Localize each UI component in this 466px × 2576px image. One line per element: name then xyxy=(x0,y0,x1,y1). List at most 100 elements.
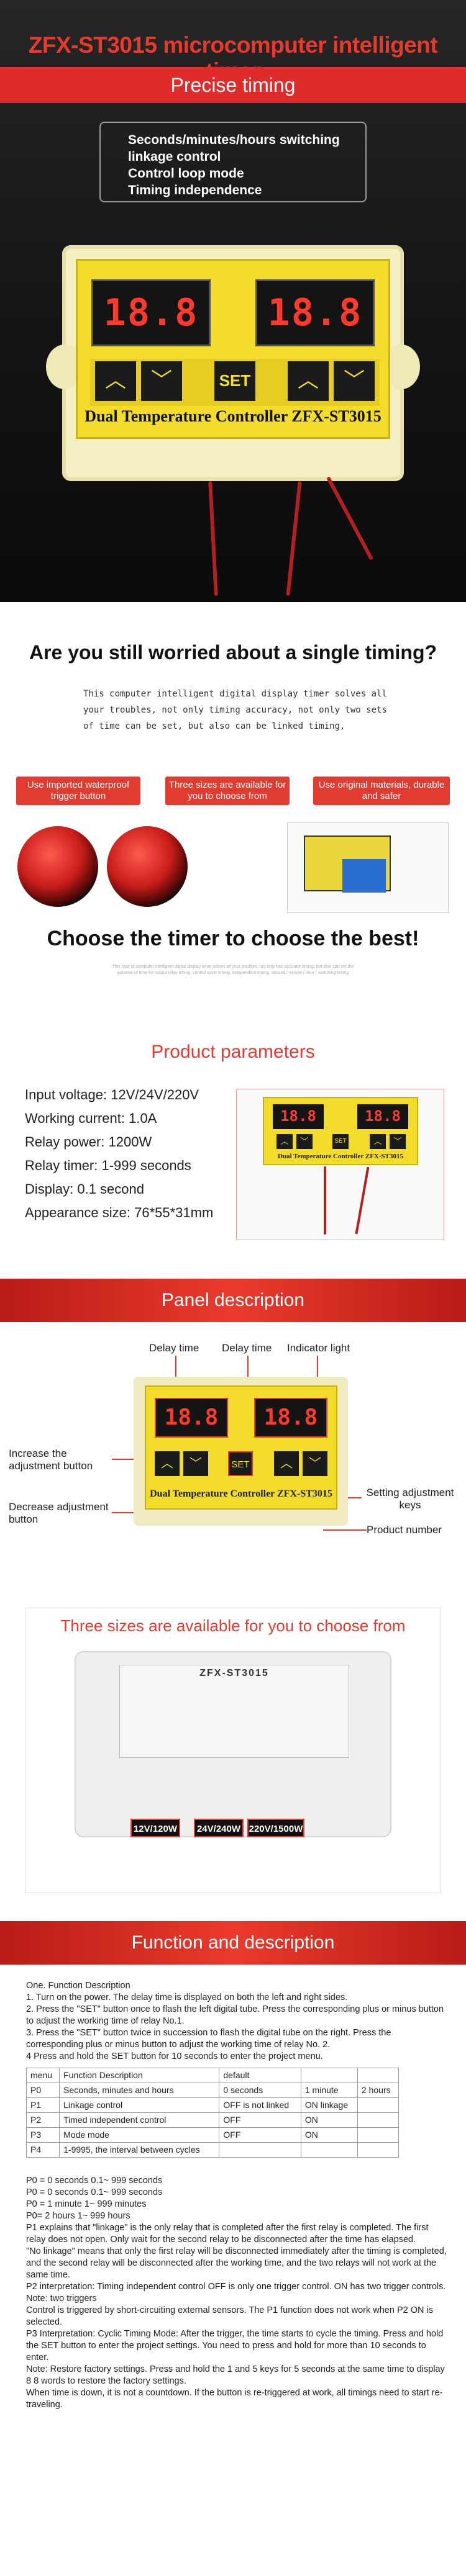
sizes-heading: Three sizes are available for you to cho… xyxy=(60,1616,406,1635)
table-cell: P1 xyxy=(25,2097,60,2113)
table-row: P4 1-9995, the interval between cycles xyxy=(25,2142,400,2158)
annotation-increase: Increase the adjustment button xyxy=(9,1448,93,1472)
note-line: P1 explains that "linkage" is the only r… xyxy=(26,2223,429,2245)
table-cell xyxy=(219,2142,301,2158)
down-arrow-icon: ﹀ xyxy=(303,1451,327,1476)
feature-item: Control loop mode xyxy=(128,166,244,181)
note-line: P0= 2 hours 1~ 999 hours xyxy=(26,2211,130,2221)
annotation-indicator: Indicator light xyxy=(287,1342,350,1354)
worry-intro: This computer intelligent digital displa… xyxy=(83,689,387,731)
pointer-line xyxy=(323,1529,367,1531)
panel-description-section: Panel description Delay time Delay time … xyxy=(0,1272,466,1564)
spec-label-title: ZFX-ST3015 xyxy=(199,1668,269,1678)
annotation-delay-time: Delay time xyxy=(149,1342,199,1354)
table-cell: ON linkage xyxy=(300,2097,358,2113)
param-item: Display: 0.1 second xyxy=(25,1181,144,1197)
table-cell: OFF xyxy=(219,2112,301,2128)
function-body: One. Function Description 1. Turn on the… xyxy=(25,1980,449,2411)
params-list: Input voltage: 12V/24V/220V Working curr… xyxy=(25,1083,213,1225)
annotation-product-number: Product number xyxy=(367,1524,442,1536)
table-header: Function Description xyxy=(59,2068,220,2083)
param-item: Working current: 1.0A xyxy=(25,1110,157,1126)
table-header: menu xyxy=(25,2068,60,2083)
param-item: Relay timer: 1-999 seconds xyxy=(25,1158,191,1173)
annotation-setting: Setting adjustment keys xyxy=(366,1487,454,1511)
panel-heading: Panel description xyxy=(0,1279,466,1322)
intro-line: 3. Press the "SET" button twice in succe… xyxy=(26,2028,391,2050)
table-cell: ON xyxy=(300,2112,358,2128)
note-line: P2 interpretation: Timing independent co… xyxy=(26,2282,446,2304)
intro-line: 2. Press the "SET" button once to flash … xyxy=(26,2004,444,2026)
note-line: P3 Interpretation: Cyclic Timing Mode: A… xyxy=(26,2329,444,2362)
set-key: SET xyxy=(228,1451,253,1476)
up-arrow-icon: ︿ xyxy=(95,361,136,401)
hero-section: ZFX-ST3015 microcomputer intelligent tim… xyxy=(0,0,466,602)
table-cell xyxy=(357,2097,400,2113)
params-heading: Product parameters xyxy=(151,1042,315,1062)
function-heading: Function and description xyxy=(0,1921,466,1965)
wire xyxy=(355,1166,370,1235)
table-cell: OFF is not linked xyxy=(219,2097,301,2113)
faint-caption: This type of computer intelligent digita… xyxy=(112,965,354,975)
annotated-controller-image: 18.8 18.8 ︿ ﹀ SET ︿ ﹀ Dual Temperature C… xyxy=(134,1377,348,1526)
note-line: Note: Restore factory settings. Press an… xyxy=(26,2364,445,2386)
note-line: P0 = 0 seconds 0.1~ 999 seconds xyxy=(26,2187,163,2197)
left-display: 18.8 xyxy=(91,279,211,346)
feature-item: Timing independence xyxy=(128,183,262,197)
mini-display: 18.8 xyxy=(357,1104,408,1129)
mini-panel: 18.8 18.8 ︿ ﹀ SET ︿ ﹀ Dual Temperature C… xyxy=(263,1097,418,1165)
spec-label: ZFX-ST3015 xyxy=(119,1665,349,1758)
param-item: Relay power: 1200W xyxy=(25,1134,152,1150)
note-line: When time is down, it is not a countdown… xyxy=(26,2388,443,2410)
feature-item: linkage control xyxy=(128,150,221,164)
controller-panel: 18.8 18.8 ︿ ﹀ SET ︿ ﹀ Dual Temperature C… xyxy=(76,259,390,439)
table-cell xyxy=(357,2127,400,2143)
annotated-label: Dual Temperature Controller ZFX-ST3015 xyxy=(150,1488,332,1499)
note-line: Control is triggered by short-circuiting… xyxy=(26,2305,433,2327)
feature-pill: Three sizes are available for you to cho… xyxy=(165,777,290,805)
table-cell xyxy=(357,2112,400,2128)
table-cell: Mode mode xyxy=(59,2127,220,2143)
size-option: 220V/1500W xyxy=(247,1819,304,1837)
feature-pill: Use imported waterproof trigger button xyxy=(16,777,140,805)
feature-item: Seconds/minutes/hours switching xyxy=(128,133,340,147)
table-cell: Linkage control xyxy=(59,2097,220,2113)
up-arrow-icon: ︿ xyxy=(370,1134,386,1149)
wire xyxy=(324,1166,326,1235)
board-icon xyxy=(304,835,391,893)
up-arrow-icon: ︿ xyxy=(274,1451,299,1476)
wire xyxy=(286,481,302,596)
waterproof-button-image xyxy=(107,826,188,907)
table-cell: ON xyxy=(300,2127,358,2143)
note-line: P0 = 1 minute 1~ 999 minutes xyxy=(26,2199,147,2209)
intro-line: One. Function Description xyxy=(26,1981,130,1991)
table-cell: P0 xyxy=(25,2083,60,2098)
table-row: P0 Seconds, minutes and hours 0 seconds … xyxy=(25,2083,400,2098)
down-arrow-icon: ﹀ xyxy=(141,361,182,401)
size-option: 12V/120W xyxy=(130,1819,180,1837)
table-cell: Seconds, minutes and hours xyxy=(59,2083,220,2098)
product-label: Dual Temperature Controller ZFX-ST3015 xyxy=(85,407,381,425)
annotation-decrease: Decrease adjustment button xyxy=(9,1501,109,1525)
table-header: default xyxy=(219,2068,301,2083)
table-cell: 0 seconds xyxy=(219,2083,301,2098)
up-arrow-icon: ︿ xyxy=(288,361,329,401)
params-section: Product parameters Input voltage: 12V/24… xyxy=(0,993,466,1266)
annotated-display: 18.8 xyxy=(254,1398,327,1438)
table-header xyxy=(357,2068,400,2083)
table-cell: 2 hours xyxy=(357,2083,400,2098)
intro-line: 1. Turn on the power. The delay time is … xyxy=(26,1993,348,2002)
table-row: P2 Timed independent control OFF ON xyxy=(25,2112,400,2128)
table-cell: 1 minute xyxy=(300,2083,358,2098)
pointer-line xyxy=(317,1356,318,1392)
table-cell xyxy=(357,2142,400,2158)
hero-banner: Precise timing xyxy=(0,67,466,103)
down-arrow-icon: ﹀ xyxy=(390,1134,406,1149)
worry-section: Are you still worried about a single tim… xyxy=(0,624,466,987)
table-row: P3 Mode mode OFF ON xyxy=(25,2127,400,2143)
down-arrow-icon: ﹀ xyxy=(334,361,375,401)
mini-display: 18.8 xyxy=(273,1104,324,1129)
feature-pill: Use original materials, durable and safe… xyxy=(313,777,450,805)
size-option: 24V/240W xyxy=(194,1819,244,1837)
table-cell xyxy=(300,2142,358,2158)
